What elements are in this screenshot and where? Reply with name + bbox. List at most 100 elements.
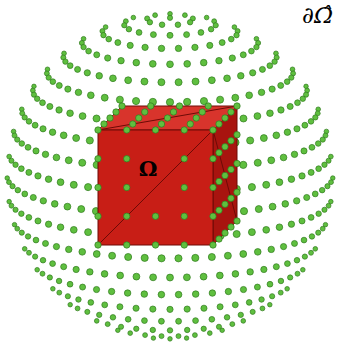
boundary-point [61,264,67,270]
boundary-point [81,44,86,49]
boundary-point [22,115,27,120]
boundary-point [241,319,246,324]
boundary-point [33,254,38,259]
boundary-point [153,13,158,18]
boundary-point [19,166,25,172]
boundary-point [232,94,239,101]
interior-point [234,189,240,195]
interior-point [130,121,136,127]
boundary-point [192,78,199,85]
boundary-point [115,40,121,46]
boundary-point [309,250,314,255]
boundary-point [94,52,100,58]
boundary-point [301,267,306,272]
boundary-point [219,40,225,46]
boundary-point [57,224,64,231]
interior-point [119,103,125,109]
boundary-point [96,73,103,80]
domain-label: Ω [139,158,158,179]
boundary-point [201,305,207,311]
boundary-point [64,203,71,210]
boundary-point [308,119,314,125]
interior-point [148,103,154,109]
interior-point [222,115,228,121]
boundary-point [10,184,15,189]
boundary-point [184,306,190,312]
cube-mesh [98,106,237,245]
boundary-point [240,251,247,258]
boundary-point [238,73,245,80]
boundary-point [80,284,86,290]
boundary-point [322,162,327,167]
boundary-point [125,316,131,322]
interior-point [113,109,119,115]
boundary-point [101,271,108,278]
boundary-point [269,203,276,210]
boundary-point [127,42,133,48]
interior-point [228,109,234,115]
boundary-point [132,97,139,104]
boundary-point [149,61,156,68]
boundary-point [84,70,90,76]
boundary-point [240,52,246,58]
interior-point [124,184,130,190]
boundary-point [287,103,293,109]
cube-triangle-edge [213,130,237,221]
boundary-point [168,337,173,342]
boundary-point [300,96,305,101]
boundary-point [22,191,28,197]
boundary-point [19,141,25,147]
interior-point [95,242,101,248]
boundary-point [13,207,18,212]
interior-point [152,213,158,219]
boundary-point [184,336,188,340]
boundary-point [308,215,314,221]
boundary-point [313,247,318,252]
boundary-point [320,226,325,231]
boundary-point [208,77,215,84]
boundary-point [299,173,305,179]
interior-point [210,127,216,133]
boundary-point [147,20,152,25]
boundary-point [19,211,24,216]
boundary-point [167,32,173,38]
boundary-point [249,48,255,54]
boundary-point [184,327,189,332]
boundary-point [254,284,260,290]
boundary-point [131,15,136,20]
boundary-point [295,271,300,276]
boundary-point [15,137,20,142]
boundary-point [192,44,198,50]
boundary-point [85,309,90,314]
boundary-point [87,92,94,99]
boundary-point [258,89,264,95]
boundary-point [66,246,72,252]
boundary-point [27,250,32,255]
boundary-point [259,66,265,72]
boundary-point [65,86,71,92]
boundary-point [86,137,93,144]
boundary-point [47,275,52,280]
boundary-point [175,45,181,51]
boundary-point [133,59,140,66]
boundary-point [87,269,93,275]
boundary-point [158,45,164,51]
boundary-point [49,129,55,135]
boundary-point [319,187,325,193]
boundary-point [67,110,74,117]
boundary-point [326,203,331,208]
boundary-point [234,33,239,38]
interior-point [176,103,182,109]
boundary-point [35,218,41,224]
boundary-point [110,315,116,321]
boundary-point [26,119,32,125]
boundary-point [85,184,92,191]
boundary-point [175,255,182,262]
boundary-point [313,115,318,120]
boundary-point [293,198,299,204]
boundary-point [93,286,99,292]
boundary-point [230,322,235,327]
